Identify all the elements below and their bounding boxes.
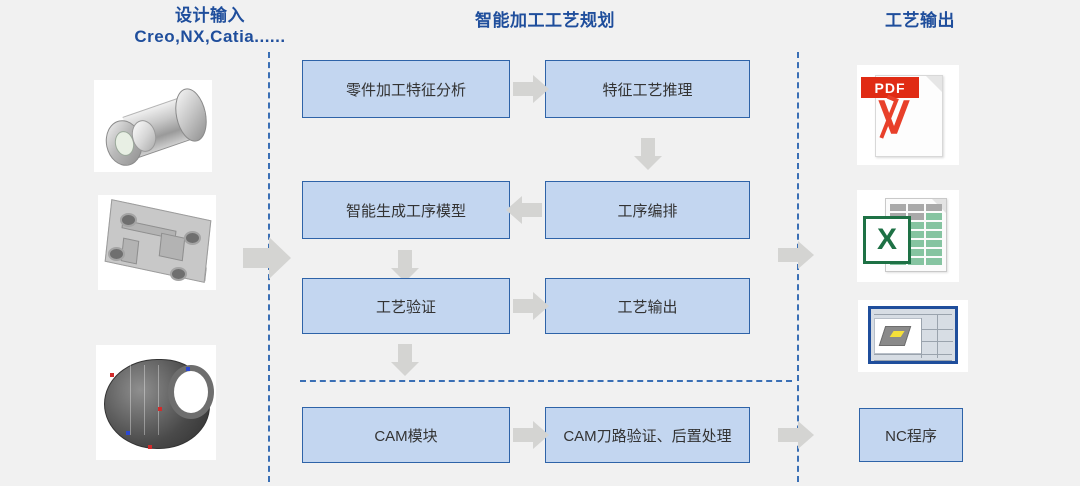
casing-bore-ring [168, 365, 214, 419]
process-box-label: 特征工艺推理 [602, 81, 693, 99]
casing-marker-1 [110, 373, 114, 377]
pdf-acrobat-glyph: ℣ [879, 94, 910, 143]
middle-column-title: 智能加工工艺规划 [475, 11, 615, 30]
casing-marker-4 [186, 367, 190, 371]
process-box-process-output[interactable]: 工艺输出 [545, 278, 750, 334]
process-box-operation-sequencing[interactable]: 工序编排 [545, 181, 750, 239]
process-box-label: 工艺输出 [617, 298, 678, 316]
process-box-label: 工艺验证 [375, 298, 436, 316]
process-sheet-line-mid [874, 354, 952, 355]
process-sheet-frame [868, 306, 958, 364]
process-box-label: CAM模块 [374, 427, 438, 445]
cad-flanged-shaft-image [94, 80, 212, 172]
horizontal-dashed-divider [300, 380, 792, 382]
plate-hole-br [170, 267, 187, 281]
cad-casing-assembly-image [96, 345, 216, 460]
plate-pocket-3 [158, 232, 186, 262]
process-box-feature-analysis[interactable]: 零件加工特征分析 [302, 60, 510, 118]
process-box-label: 智能生成工序模型 [345, 202, 466, 220]
process-sheet-preview-pane [874, 318, 922, 354]
arrow-input-to-planning [243, 237, 291, 279]
process-box-cam-module[interactable]: CAM模块 [302, 407, 510, 463]
pdf-file-icon[interactable]: PDF ℣ [857, 65, 959, 165]
process-sheet-part-highlight [889, 331, 905, 337]
right-column-title: 工艺输出 [885, 11, 955, 30]
process-sheet-vline-1 [921, 318, 922, 358]
casing-marker-5 [148, 445, 152, 449]
excel-file-icon[interactable]: X [857, 190, 959, 282]
excel-logo-badge: X [863, 216, 911, 264]
process-box-cam-toolpath[interactable]: CAM刀路验证、后置处理 [545, 407, 750, 463]
design-input-subtitle: Creo,NX,Catia...... [134, 27, 286, 47]
casing-marker-2 [126, 431, 130, 435]
plate-hole-tr [184, 231, 201, 245]
arrow-feature-analysis-to-reasoning [513, 75, 549, 103]
cad-mold-plate-image [98, 195, 216, 290]
process-box-label: 工序编排 [617, 202, 678, 220]
process-sheet-thumbnail-icon[interactable] [858, 300, 968, 372]
casing-rib-2 [144, 365, 145, 435]
left-column-title: 设计输入 Creo,NX,Catia...... [60, 5, 360, 48]
pdf-fold-corner [926, 76, 942, 92]
arrow-reasoning-to-sequencing [634, 138, 662, 170]
arrow-planning-to-output [778, 241, 814, 269]
pdf-label-badge: PDF [861, 77, 919, 98]
process-box-operation-model[interactable]: 智能生成工序模型 [302, 181, 510, 239]
plate-hole-bl [108, 247, 125, 261]
process-box-process-verification[interactable]: 工艺验证 [302, 278, 510, 334]
process-sheet-part-shape [878, 326, 912, 346]
process-box-label: CAM刀路验证、后置处理 [563, 427, 732, 445]
arrow-verification-to-output [513, 292, 549, 320]
arrow-verification-to-cam [391, 344, 419, 376]
process-sheet-vline-2 [937, 314, 938, 358]
process-sheet-line-top [874, 314, 952, 315]
output-box-nc-program[interactable]: NC程序 [859, 408, 963, 462]
arrow-model-to-verification [391, 250, 419, 282]
casing-marker-3 [158, 407, 162, 411]
arrow-cam-to-toolpath [513, 421, 549, 449]
process-sheet-line-mid2 [874, 360, 952, 361]
process-box-label: 零件加工特征分析 [345, 81, 466, 99]
arrow-sequencing-to-model [506, 196, 542, 224]
process-sheet-line-r2 [921, 341, 953, 342]
plate-hole-tl [120, 213, 137, 227]
process-sheet-line-r1 [921, 329, 953, 330]
arrow-toolpath-to-nc [778, 421, 814, 449]
casing-rib-1 [130, 365, 131, 435]
design-input-title: 设计输入 [175, 6, 245, 25]
casing-rib-3 [158, 365, 159, 435]
output-box-label: NC程序 [885, 427, 937, 445]
process-box-feature-reasoning[interactable]: 特征工艺推理 [545, 60, 750, 118]
